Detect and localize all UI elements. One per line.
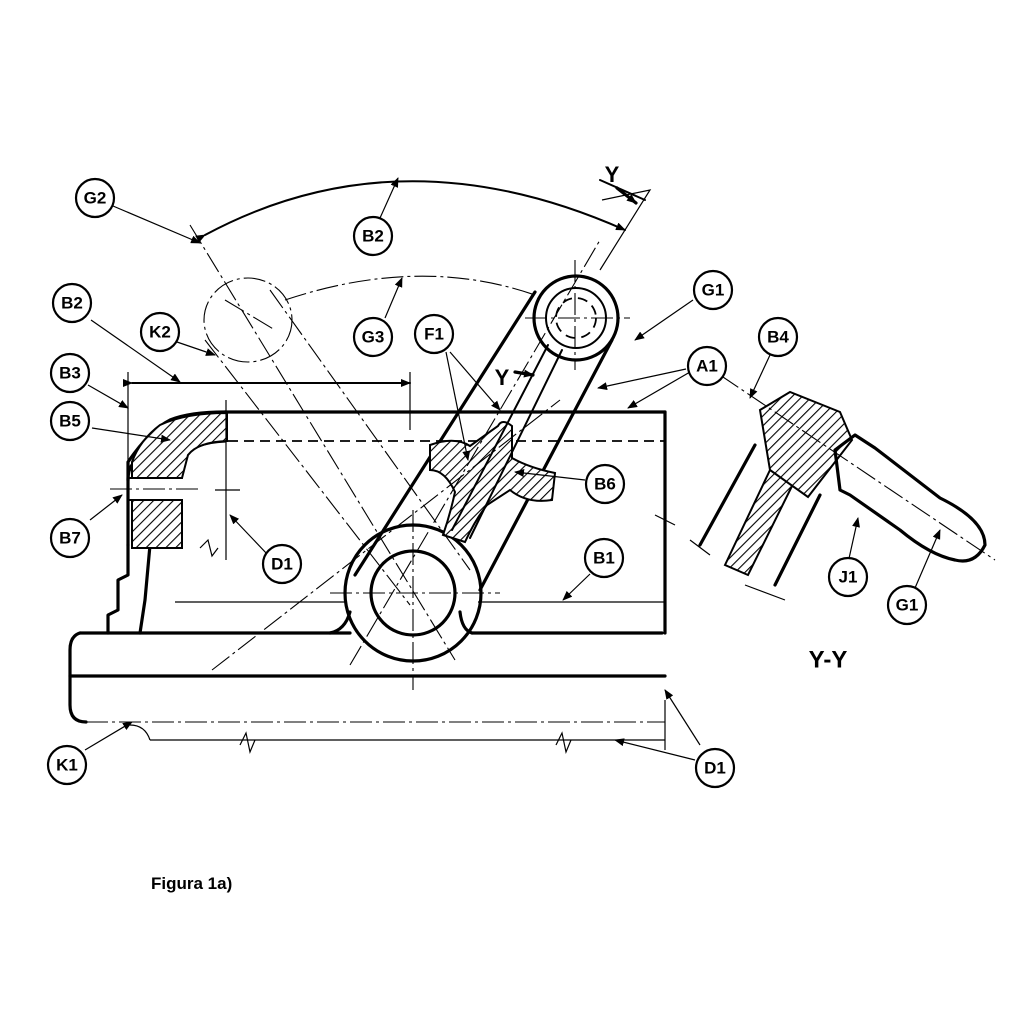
svg-text:G3: G3 <box>362 328 385 347</box>
svg-text:A1: A1 <box>696 357 718 376</box>
callout-k1: K1 <box>46 744 88 786</box>
callout-b2-top: B2 <box>352 215 394 257</box>
callout-k2: K2 <box>139 311 181 353</box>
callout-b3: B3 <box>49 352 91 394</box>
svg-text:B2: B2 <box>61 294 83 313</box>
svg-text:B5: B5 <box>59 412 81 431</box>
svg-text:D1: D1 <box>271 555 293 574</box>
svg-text:B7: B7 <box>59 529 81 548</box>
callout-g1-top: G1 <box>692 269 734 311</box>
phantom-position <box>203 277 471 606</box>
callout-a1: A1 <box>686 345 728 387</box>
svg-text:G1: G1 <box>702 281 725 300</box>
svg-text:F1: F1 <box>424 325 444 344</box>
figure-caption: Figura 1a) <box>151 874 233 893</box>
svg-text:D1: D1 <box>704 759 726 778</box>
callout-b2-left: B2 <box>51 282 93 324</box>
callout-b7: B7 <box>49 517 91 559</box>
lever-arm <box>189 224 630 690</box>
svg-text:B4: B4 <box>767 328 789 347</box>
section-mark-mid: Y <box>495 365 510 390</box>
svg-text:K1: K1 <box>56 756 78 775</box>
callout-d1-left: D1 <box>261 543 303 585</box>
svg-text:G2: G2 <box>84 189 107 208</box>
callout-d1-bottom: D1 <box>694 747 736 789</box>
callout-b5: B5 <box>49 400 91 442</box>
svg-text:K2: K2 <box>149 323 171 342</box>
section-marks: Y Y <box>495 162 638 390</box>
callout-f1: F1 <box>413 313 455 355</box>
svg-text:B6: B6 <box>594 475 616 494</box>
svg-text:J1: J1 <box>839 568 858 587</box>
callout-g2: G2 <box>74 177 116 219</box>
callout-j1: J1 <box>827 556 869 598</box>
svg-text:G1: G1 <box>896 596 919 615</box>
svg-text:B2: B2 <box>362 227 384 246</box>
section-title: Y-Y <box>809 647 848 674</box>
leader-lines <box>84 177 941 761</box>
svg-text:B3: B3 <box>59 364 81 383</box>
callout-b6: B6 <box>584 463 626 505</box>
angle-dimensions <box>195 179 652 301</box>
section-b5 <box>110 411 228 549</box>
callout-b4: B4 <box>757 316 799 358</box>
callout-g1-right: G1 <box>886 584 928 626</box>
callout-g3: G3 <box>352 316 394 358</box>
section-y-y-view <box>689 374 996 601</box>
section-mark-top: Y <box>605 162 620 187</box>
callout-b1: B1 <box>583 537 625 579</box>
svg-text:B1: B1 <box>593 549 615 568</box>
